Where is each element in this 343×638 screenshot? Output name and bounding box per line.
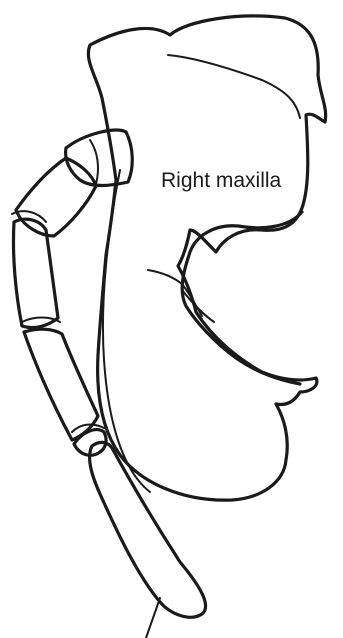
maxilla-label: Right maxilla [161,169,281,193]
palp-segment-terminal [90,442,206,617]
upper-lobe-line [168,55,300,118]
pointer-line [146,598,160,638]
palp-segment-1 [66,130,133,186]
maxilla-outline [88,16,325,500]
palp-segment-4 [24,329,98,440]
palp-segment-2 [16,158,96,236]
